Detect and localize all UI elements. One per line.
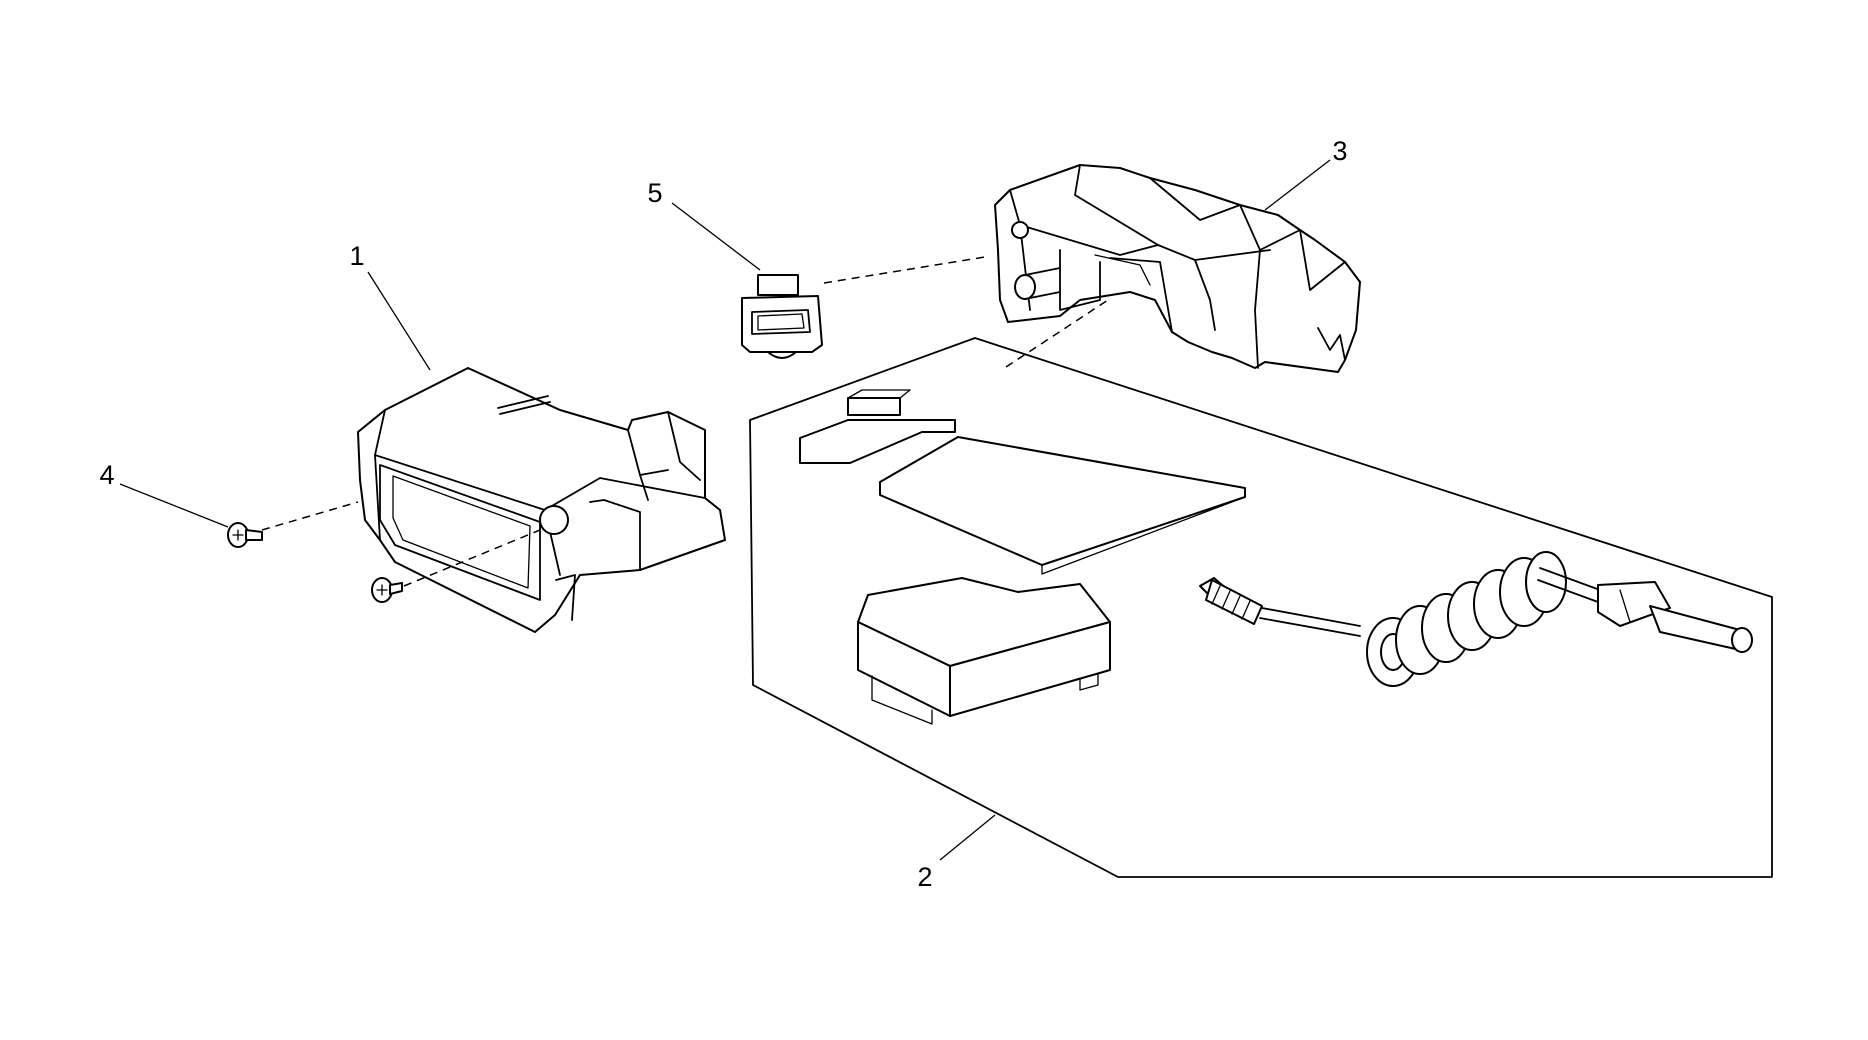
right-housing [994,164,1361,373]
kit-boundary [749,337,1773,878]
cover-block [857,577,1111,725]
screw-upper [227,522,263,548]
gasket-dash [823,256,986,284]
callout-5-leader [671,202,761,271]
cable-coil [1366,551,1567,687]
screw-lower-dash [403,529,541,587]
callout-2: 2 [917,862,932,892]
cable-connector [1199,577,1263,625]
insulation-sheet [879,436,1246,575]
adhesive-pad [799,389,956,464]
cable-probe [1597,581,1753,653]
callout-4-leader [119,483,229,528]
housing-to-kit-dash [1005,299,1109,368]
gasket-plug [741,274,823,359]
callout-4: 4 [99,460,114,490]
callout-1-leader [367,271,431,371]
callout-3-leader [1264,159,1331,211]
screw-upper-dash [261,501,359,531]
callout-1: 1 [349,241,364,271]
callout-3: 3 [1332,136,1347,166]
sensor-cable [1199,551,1753,687]
callout-2-leader [939,814,996,861]
screw-lower [371,577,403,603]
left-housing [357,367,726,633]
callout-5: 5 [647,178,662,208]
